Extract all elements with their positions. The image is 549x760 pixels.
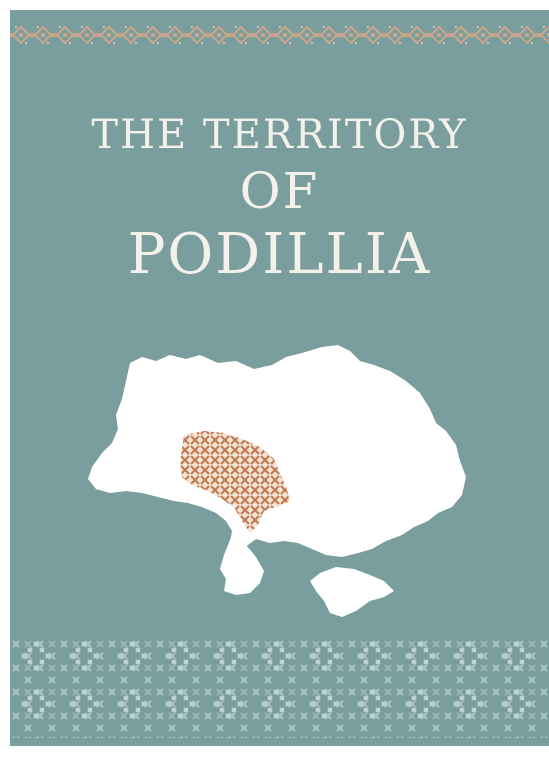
ukraine-map-icon — [88, 345, 466, 617]
title-line-3: PODILLIA — [127, 222, 432, 287]
embroidery-band-icon — [10, 24, 549, 46]
poster: THE TERRITORY OF PODILLIA — [10, 10, 549, 746]
podillia-region-icon — [180, 431, 290, 533]
title-line-1: THE TERRITORY — [91, 112, 468, 158]
cross-stitch-pattern-icon — [10, 638, 549, 738]
title-line-2: OF — [239, 162, 320, 220]
